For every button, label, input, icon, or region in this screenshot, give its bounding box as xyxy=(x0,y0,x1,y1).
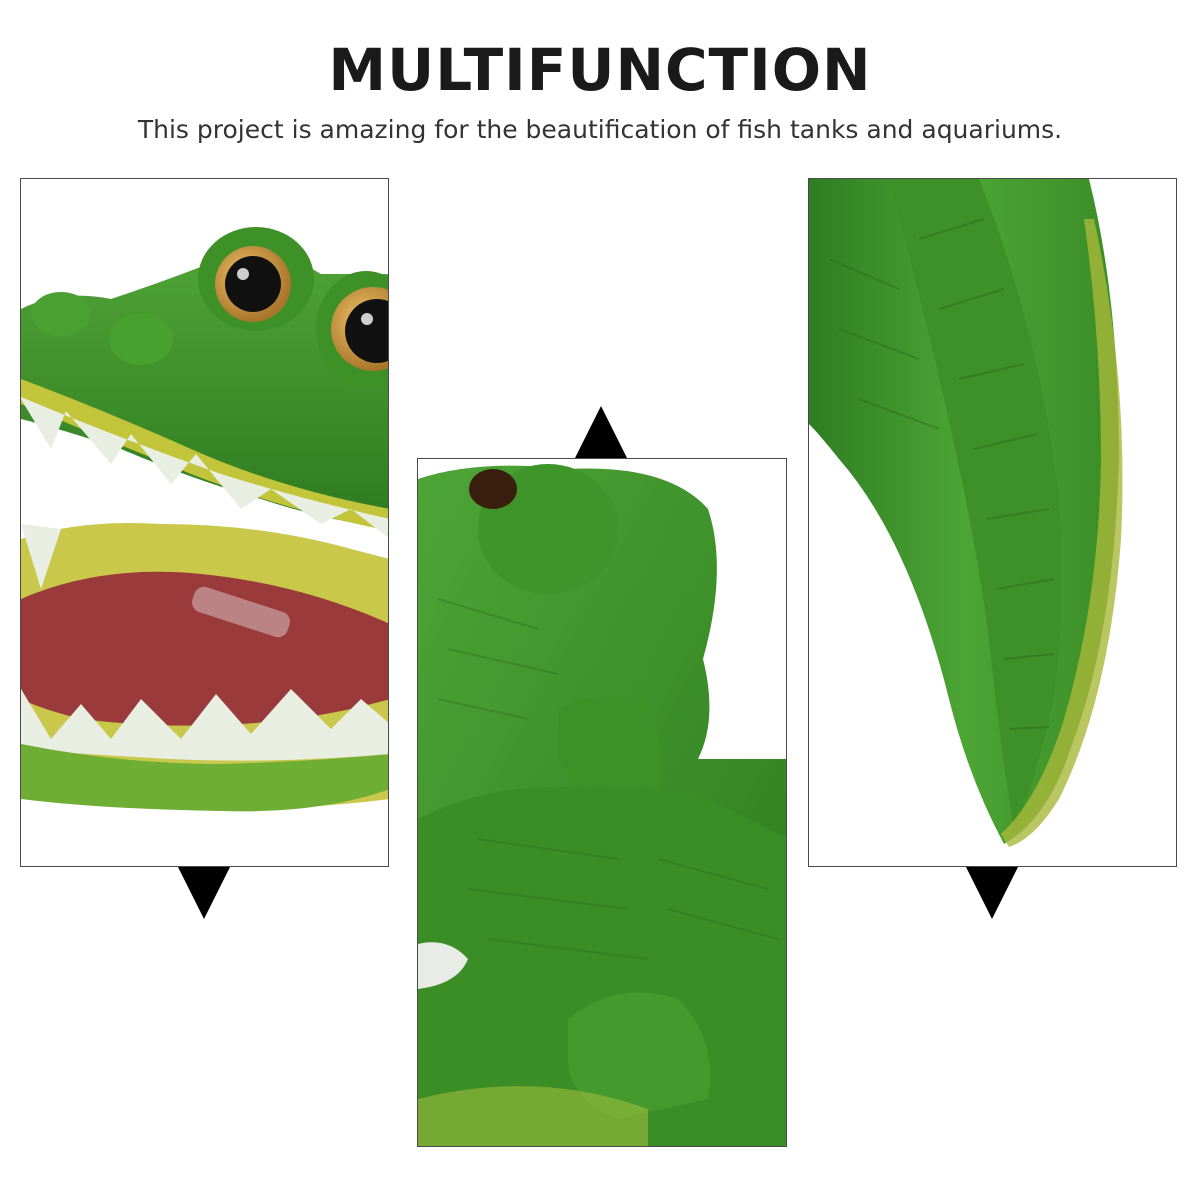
crocodile-tail-icon xyxy=(809,179,1123,847)
arrow-down-icon xyxy=(178,867,230,919)
photo-panel-head xyxy=(20,178,389,867)
crocodile-head-open-mouth-icon xyxy=(21,227,388,812)
photo-panel-body xyxy=(417,458,787,1147)
arrow-up-icon xyxy=(575,406,627,458)
photo-panel-tail xyxy=(808,178,1177,867)
arrow-down-icon xyxy=(966,867,1018,919)
crocodile-body-icon xyxy=(418,464,786,1146)
page-title: MULTIFUNCTION xyxy=(328,36,872,104)
page-subtitle: This project is amazing for the beautifi… xyxy=(137,115,1063,144)
